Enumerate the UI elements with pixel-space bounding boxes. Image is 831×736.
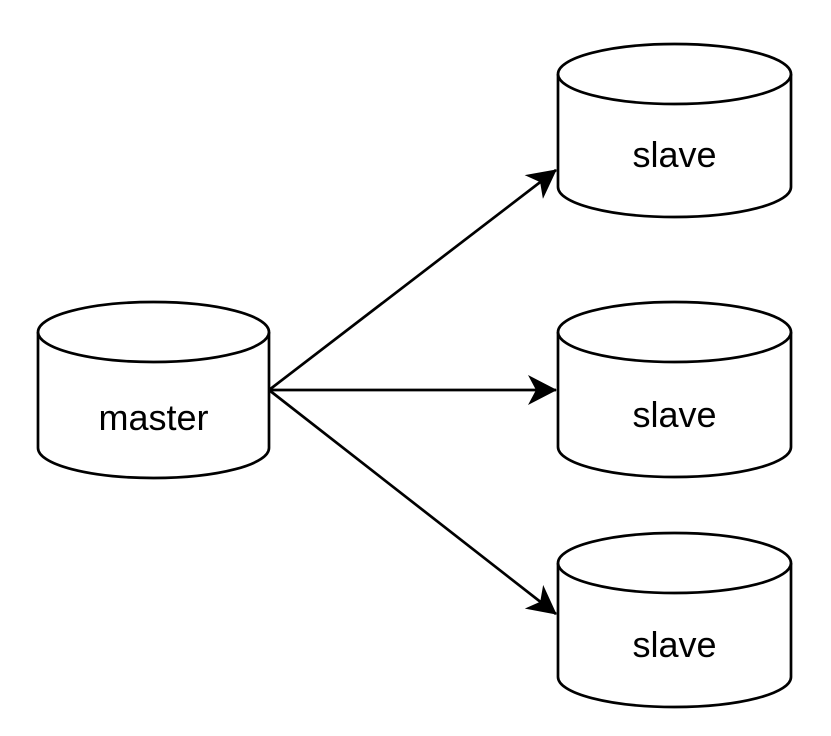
slave-middle-label: slave — [632, 394, 716, 435]
slave-top-label: slave — [632, 134, 716, 175]
slave-bottom-label: slave — [632, 624, 716, 665]
master-cylinder-top — [36, 300, 271, 364]
slave-middle-cylinder-body — [556, 332, 793, 479]
node-slave-top: slave — [556, 42, 793, 219]
slave-bottom-cylinder-top — [556, 531, 793, 595]
slave-top-cylinder-body — [556, 74, 793, 219]
node-master: master — [36, 300, 271, 480]
edge-master-to-slave-bottom — [268, 388, 557, 616]
master-cylinder-body — [36, 332, 271, 480]
node-slave-bottom: slave — [556, 531, 793, 709]
edges-group — [268, 168, 557, 616]
slave-middle-cylinder-top — [556, 300, 793, 364]
slave-bottom-cylinder-body — [556, 563, 793, 709]
edge-master-to-slave-top — [268, 168, 557, 392]
slave-top-cylinder-top — [556, 42, 793, 106]
node-slave-middle: slave — [556, 300, 793, 479]
master-label: master — [98, 397, 208, 438]
